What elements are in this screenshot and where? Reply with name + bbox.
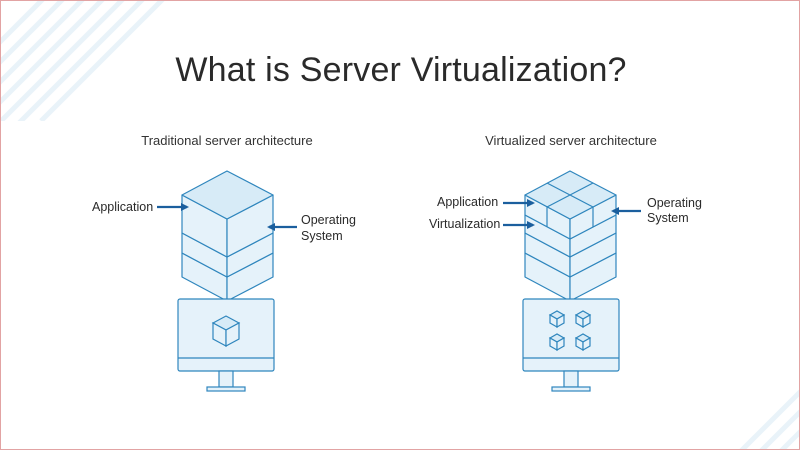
virtualized-server-stack <box>524 170 617 302</box>
trad-monitor-neck <box>218 370 234 388</box>
virt-vm-cube-icon-1 <box>548 310 566 329</box>
virt-application-label: Application <box>437 195 499 209</box>
virt-vm-cube-icon-3 <box>548 333 566 352</box>
virt-monitor-screen <box>522 298 620 372</box>
trad-os-label-line1: Operating <box>301 213 356 227</box>
trad-os-label-line2: System <box>301 229 343 243</box>
traditional-monitor <box>177 298 275 392</box>
virt-top-split-2 <box>546 182 594 208</box>
decorative-stripes-bottom-right <box>739 389 799 449</box>
virt-monitor-neck <box>563 370 579 388</box>
trad-monitor-base <box>206 386 246 392</box>
trad-vm-cube-icon <box>211 315 241 348</box>
virt-monitor-base <box>551 386 591 392</box>
trad-application-label: Application <box>92 200 154 214</box>
virt-os-label-line2: System <box>647 211 689 225</box>
trad-layer-1-top <box>181 170 274 220</box>
page-title: What is Server Virtualization? <box>175 51 627 89</box>
virtualized-heading: Virtualized server architecture <box>485 133 657 148</box>
traditional-heading: Traditional server architecture <box>141 133 313 148</box>
virt-vm-cube-icon-2 <box>574 310 592 329</box>
virt-os-label-line1: Operating <box>647 196 702 210</box>
decorative-stripes-top-left <box>1 1 165 121</box>
virt-virtualization-label: Virtualization <box>429 217 501 231</box>
traditional-server-stack <box>181 170 274 302</box>
virtualized-monitor <box>522 298 620 392</box>
virt-vm-cube-icon-4 <box>574 333 592 352</box>
